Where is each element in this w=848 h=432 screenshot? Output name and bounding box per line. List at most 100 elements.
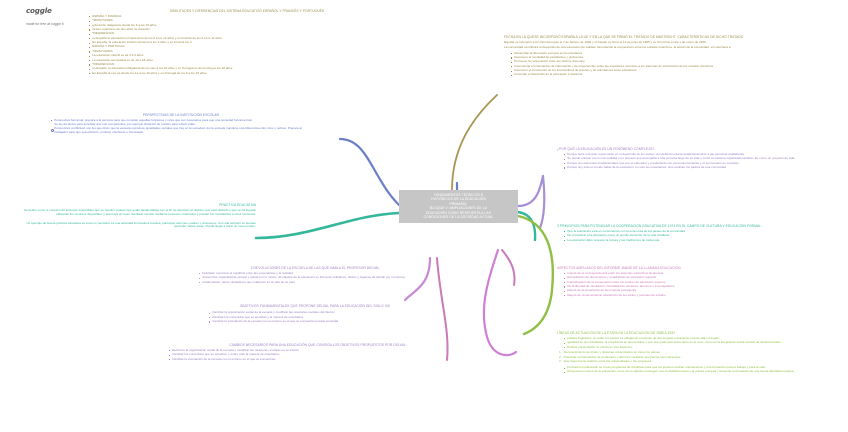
list-item: *DIFERENCIAS: (88, 62, 406, 67)
node-objetivos-list: Cambiar la organización social de la esc… (208, 310, 462, 324)
list-item: política lingüística: en todos los paíse… (563, 336, 807, 341)
node-similitudes-title: SIMILITUDES Y DIFERENCIAS DEL SISTEMA ED… (169, 9, 325, 13)
list-item: No considerar a la educación como un sim… (563, 233, 805, 238)
node-cambios-list: Reformar la organización social de la es… (168, 348, 468, 362)
node-perspectivas[interactable]: PERSPECTIVAS DE LA INSTITUCIÓN ESCOLAR P… (50, 113, 312, 136)
list-item: Que la educación está en consonancia con… (563, 229, 805, 234)
list-item: La educación secundaria es de 12 a 18 añ… (88, 58, 406, 63)
list-item: En España, la educación infantil comienz… (88, 40, 406, 45)
list-item: Formación profesional: se crean programa… (563, 365, 807, 370)
list-item: Mejora de la enseñanza de las lenguas ex… (563, 288, 805, 293)
node-janne[interactable]: ASPECTOS AMPLIADOS DEL INFORME JANNE DE … (557, 266, 805, 298)
node-maastricht-title: FECHA EN LA QUESE INCORPORÓ ESPAÑA A LA … (504, 35, 744, 39)
list-item: Potenciar el intercambio de profesores y… (559, 354, 682, 360)
list-item: De la libertad de circulación, innovilid… (563, 284, 805, 289)
list-item: Cambiar los contenidos que se enseñan y … (208, 315, 462, 320)
list-item: Reformar la organización social de la es… (168, 348, 468, 353)
list-item: Cambiar la vinculación de la escuela con… (168, 357, 468, 362)
list-item: *SIMILITUDES: (88, 18, 406, 23)
list-item: Fomentar el desarrollo de la educación a… (510, 73, 804, 77)
list-item: Cambiar la organización social de la esc… (208, 310, 462, 315)
list-item: Colaboración: hacer ciudadanos que colab… (198, 280, 462, 285)
list-item: Porque sus elementos fundamentales que s… (563, 161, 805, 166)
list-item: Favorecer la movilidad de estudiantes y … (510, 55, 804, 60)
list-item: Desarrollar la dimensión europea en la e… (510, 51, 804, 56)
list-item: Porque tiene una gran repercusión en el … (563, 152, 805, 157)
node-perspectivas-sublist: Perspectiva conflictual: son los que dic… (50, 126, 312, 135)
node-principios-title: 3 PRINCIPIOS PARA POTENCIAR LA COOPERACI… (557, 224, 763, 228)
list-item: Se puede enfocar como una realidad o un … (563, 156, 805, 161)
node-maastricht-list: Desarrollar la dimensión europea en la e… (510, 51, 804, 78)
node-maastricht-paragraph-1: España se incorporó a la Unión Europea e… (504, 39, 707, 44)
list-item: Perspectiva conflictual: son los que dic… (50, 126, 312, 135)
node-objetivos[interactable]: OBJETIVOS FUNDAMENTALES QUE PROPONE DELV… (168, 304, 462, 324)
list-item: Perspectiva funcional: prepara a la pers… (50, 117, 312, 127)
list-item: Incrementar el intercambio de informació… (510, 64, 804, 69)
list-item: Felicidad: encontrar el equilibrio entre… (198, 271, 462, 276)
list-item: Recopilación de documentos y estadística… (563, 275, 805, 280)
list-item: Grado superiores de dos años de duración (88, 27, 406, 32)
node-maastricht[interactable]: FECHA EN LA QUESE INCORPORÓ ESPAÑA A LA … (504, 35, 804, 78)
node-principios[interactable]: 3 PRINCIPIOS PARA POTENCIAR LA COOPERACI… (557, 224, 805, 243)
list-item: Mejora de reconocimiento académico de lo… (563, 293, 805, 298)
coggle-logo[interactable]: coggle made for free at coggle.it (26, 6, 136, 27)
logo-wordmark: coggle (26, 6, 52, 15)
node-maastricht-paragraph-2: La comunidad contribuirá al desarrollo d… (504, 45, 732, 50)
central-line-6: CONDICIONES DE LA SOCIEDAD ACTUAL (423, 215, 494, 220)
node-lineas-title: LÍNEAS DE ACTUACIÓN DE LA ETAPA EN LA ED… (557, 331, 676, 335)
list-item: Intensificación de la cooperación entre … (563, 280, 805, 285)
node-revoluciones-list: Felicidad: encontrar el equilibrio entre… (198, 271, 462, 285)
list-item: Reconocimiento de títulos y diplomas uni… (559, 350, 661, 355)
list-item: Cambiar la vinculación de la escuela con… (208, 319, 462, 324)
node-lineas-numbered-list: Reconocimiento de títulos y diplomas uni… (559, 350, 807, 364)
central-line-2: HISTÓRICOS DE LA EDUCACIÓN (431, 197, 486, 202)
node-similitudes[interactable]: SIMILITUDES Y DIFERENCIAS DEL SISTEMA ED… (88, 9, 406, 76)
list-item: ESPAÑA Y PORTUGAL: (88, 45, 406, 49)
node-cambios[interactable]: CAMBIOS NECESARIOS PARA UNA EDUCACIÓN QU… (168, 343, 468, 362)
list-item: en España la educación primaria dura de … (88, 36, 406, 41)
list-item: educación obligatoria desde los 6 a los … (88, 23, 406, 28)
central-line-4: BLOQUE V: AMPLIACIONES DE LA (429, 206, 488, 211)
node-principios-list: Que la educación está en consonancia con… (563, 229, 805, 243)
central-node[interactable]: FUNDAMENTOS TEÓRICOS E HISTÓRICOS DE LA … (399, 190, 518, 223)
node-practica-paragraph-1: Se define como el conjunto de acciones s… (23, 207, 256, 216)
node-practica-paragraph-2: Un ejemplo de buena práctica educativa e… (26, 220, 256, 229)
node-perspectivas-title: PERSPECTIVAS DE LA INSTITUCIÓN ESCOLAR (142, 113, 220, 117)
list-item: ESPAÑA Y FRANCIA: (88, 14, 406, 19)
node-cambios-title: CAMBIOS NECESARIOS PARA UNA EDUCACIÓN QU… (229, 343, 407, 347)
node-janne-title: ASPECTOS AMPLIADOS DEL INFORME JANNE DE … (557, 266, 681, 270)
node-objetivos-title: OBJETIVOS FUNDAMENTALES QUE PROPONE DELV… (239, 304, 391, 308)
node-revoluciones[interactable]: 3 REVOLUCIONES DE LA ESCUELA DE LAS QUE … (168, 266, 462, 285)
list-item-note: Se les da títulos para acreditar que son… (54, 121, 196, 126)
list-item: Cambiar los contenidos que se enseñan, y… (168, 352, 468, 357)
list-item: La educación debe respetar la cultura y … (563, 238, 805, 243)
node-revoluciones-title: 3 REVOLUCIONES DE LA ESCUELA DE LAS QUE … (250, 266, 380, 270)
node-practica-title: PRÁCTICA EDUCATIVA (219, 203, 256, 207)
central-line-1: FUNDAMENTOS TEÓRICOS E (433, 193, 484, 197)
list-item: Dimensión europea de la educación: tiene… (563, 370, 807, 374)
list-item: Favorecer el incremento de los intercamb… (510, 68, 804, 73)
node-lineas-list-a: política lingüística: en todos los paíse… (563, 336, 807, 350)
list-item: Porque hoy todo el mundo habla de la edu… (563, 165, 805, 170)
list-item: Que haya buena relación entre las univer… (559, 359, 653, 364)
list-item: Política universitaria: se centra en tre… (563, 345, 807, 350)
node-lineas-list-b: Formación profesional: se crean programa… (563, 365, 807, 374)
list-item: Autonomía: capacidad de pensar y actuar … (198, 275, 462, 280)
node-practica-educativa[interactable]: PRÁCTICA EDUCATIVA Se define como el con… (14, 203, 256, 229)
node-similitudes-list: ESPAÑA Y FRANCIA: *SIMILITUDES: educació… (88, 14, 406, 76)
central-line-3: PRIMARIA. (449, 201, 468, 206)
list-item: Promover la cooperación entre los centro… (510, 59, 804, 64)
node-janne-list: mejora de la correspondencia entre los s… (563, 271, 805, 298)
list-item: *DIFERENCIAS: (88, 31, 406, 36)
node-lineas[interactable]: LÍNEAS DE ACTUACIÓN DE LA ETAPA EN LA ED… (557, 331, 807, 375)
list-item: En España la eso va desde los 12 a los 1… (88, 71, 406, 76)
central-line-5: EDUCACIÓN COMO RESPUESTA A LAS (425, 210, 492, 215)
list-item: *SIMILITUDES (88, 49, 406, 54)
logo-tagline: made for free at coggle.it (26, 22, 64, 27)
node-perspectivas-list: Perspectiva funcional: prepara a la pers… (50, 117, 312, 127)
node-complejo[interactable]: ¿POR QUÉ LA EDUCACIÓN ES UN FENÓMENO COM… (557, 147, 805, 170)
node-complejo-list: Porque tiene una gran repercusión en el … (563, 152, 805, 170)
list-item-text: Perspectiva funcional: prepara a la pers… (54, 117, 254, 122)
list-item: mejora de la correspondencia entre los s… (563, 271, 805, 276)
